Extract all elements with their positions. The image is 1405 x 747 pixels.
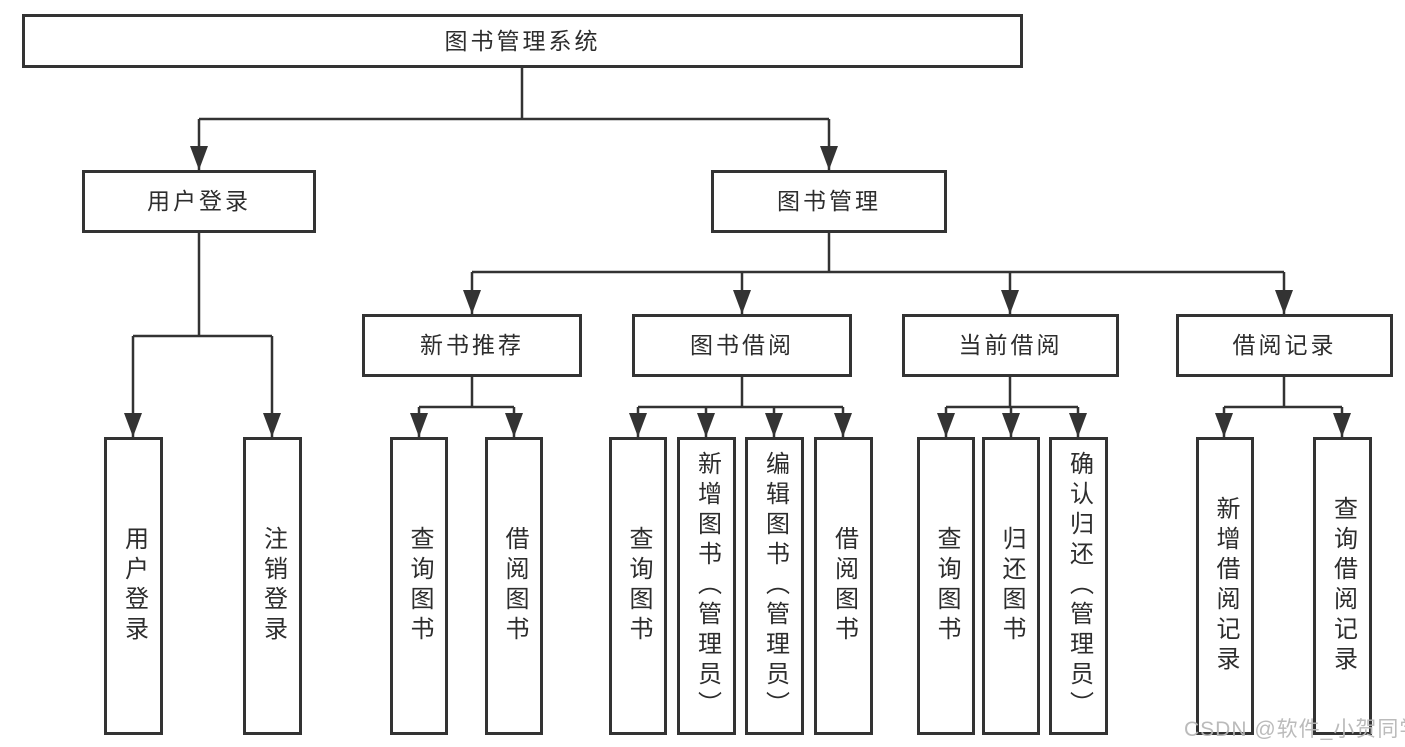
connector-book-management — [470, 233, 1286, 314]
node-label: 借阅图书 — [501, 526, 528, 646]
node-logout: 注销登录 — [243, 437, 302, 735]
node-borrow-books-2: 借阅图书 — [814, 437, 873, 735]
node-label: 新增借阅记录 — [1212, 496, 1239, 676]
node-label: 用户登录 — [120, 526, 148, 646]
node-label: 用户登录 — [147, 188, 251, 214]
connector-borrow-records — [1222, 377, 1344, 437]
node-label: 图书管理系统 — [444, 27, 601, 54]
node-label: 新书推荐 — [420, 332, 524, 358]
node-book-borrow: 图书借阅 — [632, 314, 852, 377]
node-label: 归还图书 — [998, 526, 1025, 646]
node-borrow-books-1: 借阅图书 — [485, 437, 543, 735]
node-new-book-recommend: 新书推荐 — [362, 314, 582, 377]
node-query-books-3: 查询图书 — [917, 437, 975, 735]
node-root: 图书管理系统 — [22, 14, 1023, 68]
node-confirm-return-admin: 确认归还（管理员） — [1049, 437, 1108, 735]
node-label: 查询图书 — [933, 526, 960, 646]
connector-new-book-recommend — [417, 377, 516, 437]
node-query-books-2: 查询图书 — [609, 437, 667, 735]
node-query-books-1: 查询图书 — [390, 437, 448, 735]
node-label: 注销登录 — [259, 526, 287, 646]
node-return-books: 归还图书 — [982, 437, 1040, 735]
node-label: 编辑图书（管理员） — [761, 451, 789, 721]
connector-current-borrow — [944, 377, 1080, 437]
node-book-management: 图书管理 — [711, 170, 947, 233]
node-label: 查询借阅记录 — [1329, 496, 1357, 676]
watermark: CSDN @软件_小贺同学 — [1184, 718, 1405, 741]
node-add-borrow-record: 新增借阅记录 — [1196, 437, 1254, 735]
node-label: 查询图书 — [406, 526, 433, 646]
node-label: 新增图书（管理员） — [693, 451, 721, 721]
connector-root — [197, 68, 831, 170]
node-label: 当前借阅 — [958, 332, 1063, 358]
node-query-borrow-record: 查询借阅记录 — [1313, 437, 1372, 735]
node-label: 图书借阅 — [690, 332, 794, 358]
node-add-book-admin: 新增图书（管理员） — [677, 437, 736, 735]
node-user-login: 用户登录 — [82, 170, 316, 233]
node-label: 借阅记录 — [1232, 332, 1337, 358]
node-edit-book-admin: 编辑图书（管理员） — [745, 437, 804, 735]
node-current-borrow: 当前借阅 — [902, 314, 1119, 377]
node-borrow-records: 借阅记录 — [1176, 314, 1393, 377]
node-user-login-leaf: 用户登录 — [104, 437, 163, 735]
connector-book-borrow — [636, 377, 845, 437]
node-label: 图书管理 — [777, 188, 881, 214]
node-label: 确认归还（管理员） — [1065, 451, 1093, 721]
connector-user-login — [131, 233, 274, 437]
node-label: 借阅图书 — [830, 526, 858, 646]
node-label: 查询图书 — [625, 526, 652, 646]
